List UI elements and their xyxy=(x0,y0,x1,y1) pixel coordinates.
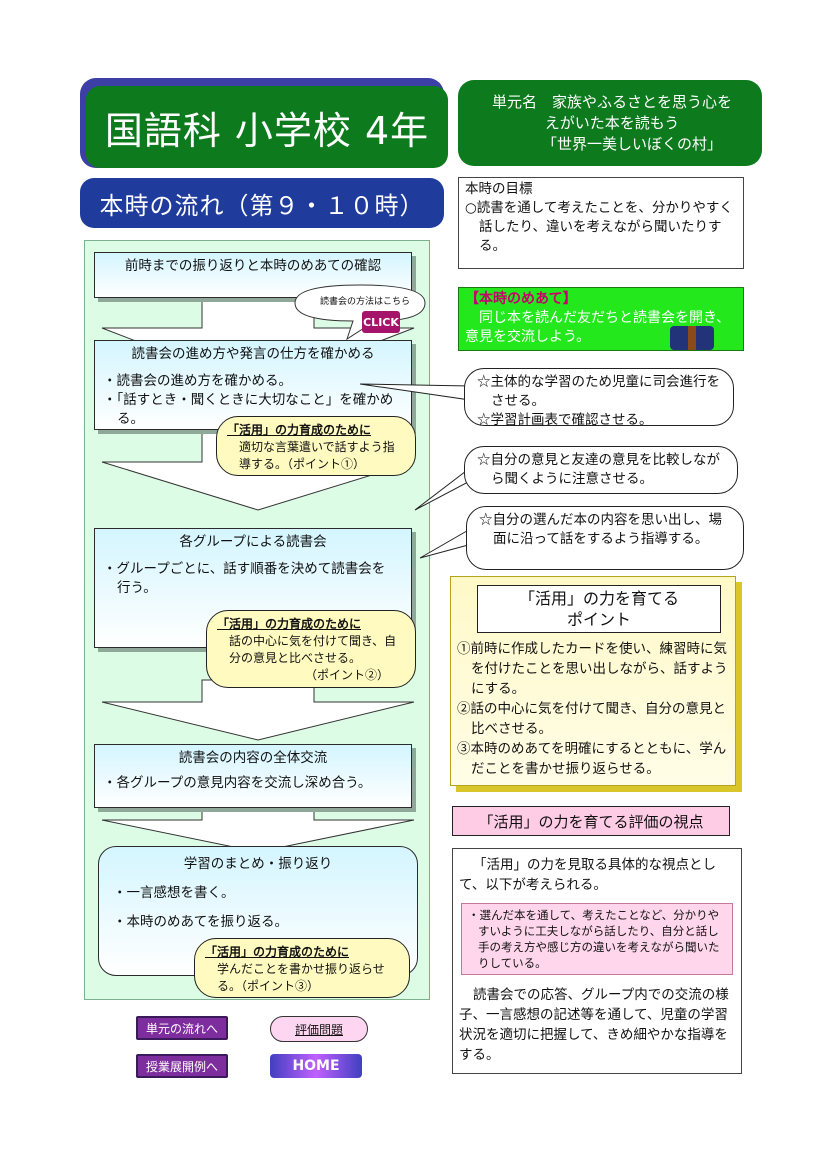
step-head: 前時までの振り返りと本時のめあての確認 xyxy=(124,258,382,274)
callout-text: ☆自分の選んだ本の内容を思い出し、場面に沿って話をするよう指導する。 xyxy=(479,512,722,547)
flow-step-method: 読書会の進め方や発言の仕方を確かめる ・読書会の進め方を確かめる。 ・「話すとき… xyxy=(94,340,412,430)
step-item: ・一言感想を書く。 xyxy=(113,885,235,901)
evaluation-title: 「活用」の力を育てる評価の視点 xyxy=(452,806,730,836)
bubble-text: 読書会の方法はこちら xyxy=(319,297,410,307)
speech-bubble xyxy=(294,284,426,341)
point-title-line-2: ポイント xyxy=(566,610,631,629)
step-head: 読書会の進め方や発言の仕方を確かめる xyxy=(131,346,375,362)
home-button[interactable]: HOME xyxy=(270,1054,362,1078)
callout-3: ☆自分の選んだ本の内容を思い出し、場面に沿って話をするよう指導する。 xyxy=(466,506,744,570)
evaluation-box: 「活用」の力を見取る具体的な視点として、以下が考えられる。 ・選んだ本を通して、… xyxy=(452,848,742,1074)
katsuyo-body: 学んだことを書かせ振り返らせる。（ポイント③） xyxy=(217,962,385,993)
katsuyo-point-box: 「活用」の力を育てる ポイント ①前時に作成したカードを使い、練習時に気を付けた… xyxy=(450,576,736,786)
flow-step-sharing: 読書会の内容の全体交流 ・各グループの意見内容を交流し深め合う。 xyxy=(94,744,412,808)
down-arrow-3 xyxy=(101,679,415,741)
step-item: ・グループごとに、話す順番を決めて読書会を行う。 xyxy=(103,561,386,596)
step-head: 学習のまとめ・振り返り xyxy=(183,856,333,872)
evaluation-intro: 「活用」の力を見取る具体的な視点として、以下が考えられる。 xyxy=(459,857,716,893)
point-title: 「活用」の力を育てる ポイント xyxy=(477,585,721,633)
unit-line-1: 単元名 家族やふるさとを思う心を xyxy=(491,93,732,111)
step-item: ・「話すとき・聞くときに大切なこと」を確かめる。 xyxy=(103,392,394,427)
callout-text: ☆主体的な学習のため児童に司会進行をさせる。 xyxy=(477,374,720,409)
katsuyo-head: 「活用」の力育成のために xyxy=(217,617,362,631)
step-item: ・読書会の進め方を確かめる。 xyxy=(103,373,292,389)
point-title-line-1: 「活用」の力を育てる xyxy=(518,589,679,608)
flow-title: 本時の流れ（第９・１０時） xyxy=(80,178,444,228)
callout-2: ☆自分の意見と友達の意見を比較しながら聞くように注意させる。 xyxy=(464,446,738,494)
katsuyo-head: 「活用」の力育成のために xyxy=(227,423,372,437)
down-arrow-4 xyxy=(101,805,415,853)
unit-line-3: 「世界一美しいぼくの村」 xyxy=(541,135,722,153)
point-item: ①前時に作成したカードを使い、練習時に気を付けたことを思い出しながら、話すように… xyxy=(457,641,728,697)
point-item: ③本時のめあてを明確にするとともに、学んだことを書かせ振り返らせる。 xyxy=(457,741,727,777)
unit-line-2: えがいた本を読もう xyxy=(544,114,680,132)
evaluation-problem-button[interactable]: 評価問題 xyxy=(270,1016,368,1042)
katsuyo-body: 話の中心に気を付けて聞き、自分の意見と比べさせる。 xyxy=(229,634,397,665)
aim-label: 【本時のめあて】 xyxy=(465,291,577,307)
katsuyo-note-3: 「活用」の力育成のために 学んだことを書かせ振り返らせる。（ポイント③） xyxy=(194,938,410,998)
callout-tails xyxy=(360,383,473,559)
goal-label: 本時の目標 xyxy=(465,181,533,197)
page-title: 国語科 小学校 4年 xyxy=(86,86,448,168)
evaluation-highlight-text: ・選んだ本を通して、考えたことなど、分かりやすいように工夫しながら話したり、自分… xyxy=(468,908,720,970)
step-head: 読書会の内容の全体交流 xyxy=(178,750,328,766)
unit-name-box: 単元名 家族やふるさとを思う心を えがいた本を読もう 「世界一美しいぼくの村」 xyxy=(458,80,762,166)
katsuyo-note-2: 「活用」の力育成のために 話の中心に気を付けて聞き、自分の意見と比べさせる。 （… xyxy=(206,610,416,688)
point-item: ②話の中心に気を付けて聞き、自分の意見と比べさせる。 xyxy=(457,701,727,737)
unit-flow-button[interactable]: 単元の流れへ xyxy=(136,1016,228,1040)
callout-1: ☆主体的な学習のため児童に司会進行をさせる。 ☆学習計画表で確認させる。 xyxy=(464,368,734,428)
goal-box: 本時の目標 ○読書を通して考えたことを、分かりやすく話したり、違いを考えながら聞… xyxy=(458,177,744,269)
step-head: 各グループによる読書会 xyxy=(179,534,327,550)
aim-box: 【本時のめあて】 同じ本を読んだ友だちと読書会を開き、意見を交流しよう。 xyxy=(458,287,744,351)
goal-body: ○読書を通して考えたことを、分かりやすく話したり、違いを考えながら聞いたりする。 xyxy=(465,200,733,254)
step-item: ・本時のめあてを振り返る。 xyxy=(113,914,288,930)
callout-text: ☆自分の意見と友達の意見を比較しながら聞くように注意させる。 xyxy=(477,452,720,487)
callout-text: ☆学習計画表で確認させる。 xyxy=(477,412,653,428)
katsuyo-note-1: 「活用」の力育成のために 適切な言葉遣いで話すよう指導する。（ポイント①） xyxy=(216,416,416,476)
evaluation-highlight: ・選んだ本を通して、考えたことなど、分かりやすいように工夫しながら話したり、自分… xyxy=(461,903,733,975)
step-item: ・各グループの意見内容を交流し深め合う。 xyxy=(103,775,372,791)
katsuyo-head: 「活用」の力育成のために xyxy=(205,945,350,959)
lesson-plan-button[interactable]: 授業展開例へ xyxy=(136,1054,228,1078)
katsuyo-body: 適切な言葉遣いで話すよう指導する。（ポイント①） xyxy=(239,440,395,471)
aim-link-button[interactable] xyxy=(670,326,714,350)
evaluation-body: 読書会での応答、グループ内での交流の様子、一言感想の記述等を通して、児童の学習状… xyxy=(459,987,729,1063)
click-button[interactable]: CLICK xyxy=(362,311,400,333)
aim-body: 同じ本を読んだ友だちと読書会を開き、意見を交流しよう。 xyxy=(465,310,731,345)
katsuyo-point: （ポイント②） xyxy=(304,668,389,682)
